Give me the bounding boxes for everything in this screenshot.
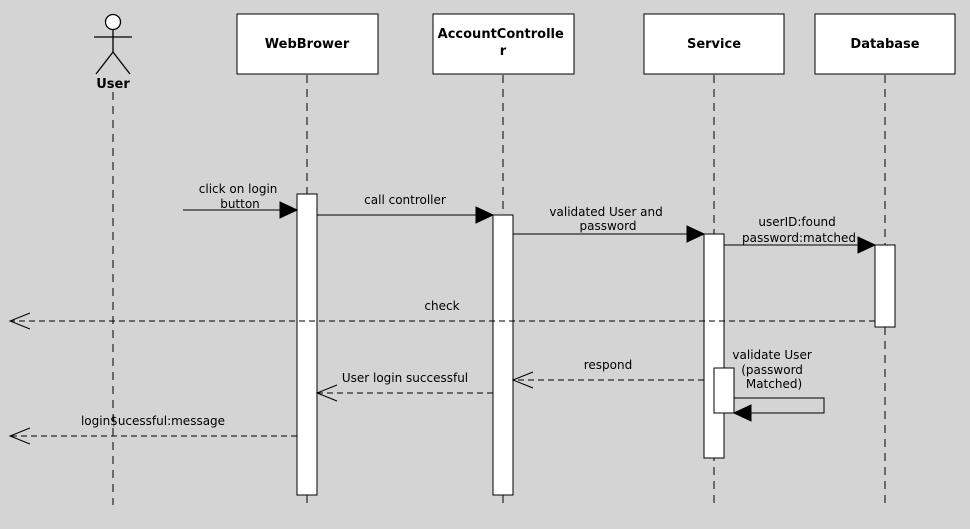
- actor-head: [104, 13, 122, 31]
- arrow-message-head: [8, 427, 31, 445]
- message-lines: [8, 209, 875, 445]
- actor-user: [94, 13, 132, 75]
- arrow-self-line: [734, 397, 825, 414]
- arrow-check-head: [8, 312, 31, 330]
- participant-webbrowser: WebBrower: [236, 13, 379, 75]
- participant-box: [643, 13, 785, 75]
- msg-label-selfcall: validate User (password Matched): [732, 348, 815, 391]
- arrow-respond-head: [511, 371, 534, 389]
- arrow-validated-head: [686, 225, 706, 243]
- participant-service: Service: [643, 13, 785, 75]
- msg-label-success: User login successful: [342, 371, 468, 385]
- actor-left-leg: [95, 51, 114, 75]
- activation-accountcontroller: [492, 214, 514, 496]
- arrow-click-head: [279, 201, 299, 219]
- participant-label: WebBrower: [265, 37, 350, 52]
- arrow-self-head: [732, 404, 752, 422]
- participant-box: [236, 13, 379, 75]
- participant-box: [814, 13, 956, 75]
- activations: [296, 193, 896, 496]
- arrow-call-head: [475, 206, 495, 224]
- msg-label-respond: respond: [584, 358, 633, 372]
- activation-webbrowser: [296, 193, 318, 496]
- msg-label-click: click on login button: [199, 182, 281, 211]
- actor-label: User: [96, 77, 130, 92]
- msg-label-call: call controller: [364, 193, 446, 207]
- activation-service-self: [713, 367, 735, 414]
- actor-right-leg: [112, 51, 131, 75]
- activation-database: [874, 244, 896, 328]
- msg-label-found: userID:found password:matched: [742, 215, 856, 245]
- arrow-success-head: [315, 384, 338, 402]
- activation-service: [703, 233, 725, 459]
- arrow-found-head: [857, 236, 877, 254]
- participant-label: AccountControlle r: [438, 27, 569, 59]
- msg-label-validated: validated User and password: [549, 205, 666, 233]
- participant-box: [432, 13, 575, 75]
- msg-label-check: check: [424, 299, 459, 313]
- msg-label-message: login$ucessful:message: [81, 414, 225, 428]
- participant-database: Database: [814, 13, 956, 75]
- filled-arrowheads: [279, 201, 877, 422]
- participant-accountcontroller: AccountControlle r: [432, 13, 575, 75]
- participant-label: Service: [687, 37, 741, 52]
- participant-label: Database: [850, 37, 919, 52]
